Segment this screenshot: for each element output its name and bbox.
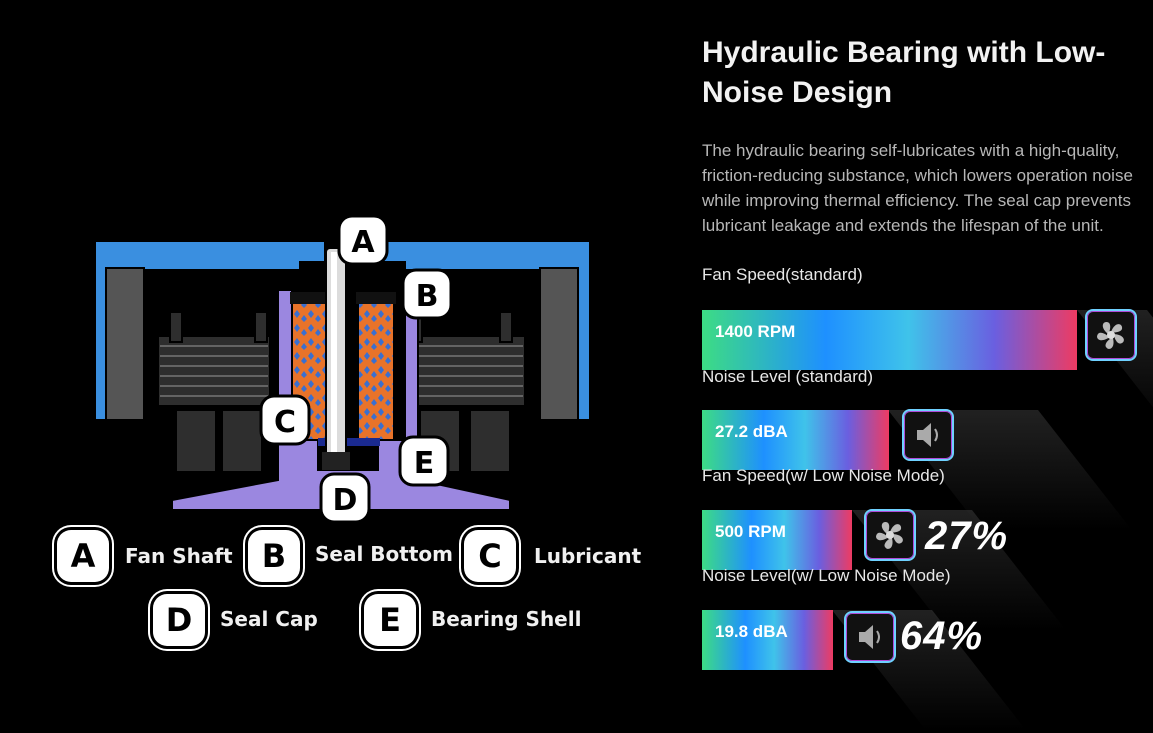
fan-housing <box>94 240 591 421</box>
metric-label-noise-standard: Noise Level (standard) <box>702 367 874 386</box>
section-description: The hydraulic bearing self-lubricates wi… <box>702 141 1133 235</box>
legend-badge-c: C <box>464 530 516 582</box>
svg-text:A: A <box>351 225 375 260</box>
svg-text:D: D <box>333 483 358 518</box>
speaker-icon <box>844 611 896 663</box>
speaker-icon <box>902 409 954 461</box>
legend-badge-e: E <box>364 594 416 646</box>
noise-reduction-percent: 64% <box>900 614 984 658</box>
callout-a: A <box>337 214 389 266</box>
fan-shaft-part <box>322 247 350 470</box>
legend-label-seal-cap: Seal Cap <box>220 607 318 631</box>
callout-c: C <box>259 394 311 446</box>
stator-coils <box>157 311 526 473</box>
metric-value: 19.8 dBA <box>715 622 788 641</box>
legend-badge-d: D <box>153 594 205 646</box>
metric-bar-noise-standard: 27.2 dBA <box>702 410 889 470</box>
fan-icon <box>1085 309 1137 361</box>
callout-d: D <box>319 472 371 524</box>
svg-text:B: B <box>416 279 439 314</box>
legend-label-fan-shaft: Fan Shaft <box>125 544 233 568</box>
legend-label-lubricant: Lubricant <box>534 544 642 568</box>
metric-label-fan-speed-standard: Fan Speed(standard) <box>702 265 863 284</box>
metric-value: 500 RPM <box>715 522 786 541</box>
callout-e: E <box>398 435 450 487</box>
legend-label-bearing-shell: Bearing Shell <box>431 607 582 631</box>
metric-value: 27.2 dBA <box>715 422 788 441</box>
legend-label-seal-bottom: Seal Bottom <box>315 542 453 566</box>
bearing-cross-section-diagram: A B C D E <box>94 214 591 524</box>
legend-badge-b: B <box>248 530 300 582</box>
metric-label-fan-speed-low-noise: Fan Speed(w/ Low Noise Mode) <box>702 466 945 485</box>
callout-b: B <box>401 268 453 320</box>
svg-text:E: E <box>414 446 435 481</box>
svg-text:C: C <box>274 405 296 440</box>
metric-bar-fan-speed-low-noise: 500 RPM <box>702 510 852 570</box>
metric-bar-fan-speed-standard: 1400 RPM <box>702 310 1077 370</box>
fan-speed-reduction-percent: 27% <box>925 514 1009 558</box>
metric-bar-noise-low-noise: 19.8 dBA <box>702 610 833 670</box>
legend-badge-a: A <box>57 530 109 582</box>
metric-label-noise-low-noise: Noise Level(w/ Low Noise Mode) <box>702 566 951 585</box>
metric-value: 1400 RPM <box>715 322 796 341</box>
fan-icon <box>864 509 916 561</box>
section-title: Hydraulic Bearing with Low-Noise Design <box>702 36 1106 109</box>
coil-lines <box>160 345 523 397</box>
